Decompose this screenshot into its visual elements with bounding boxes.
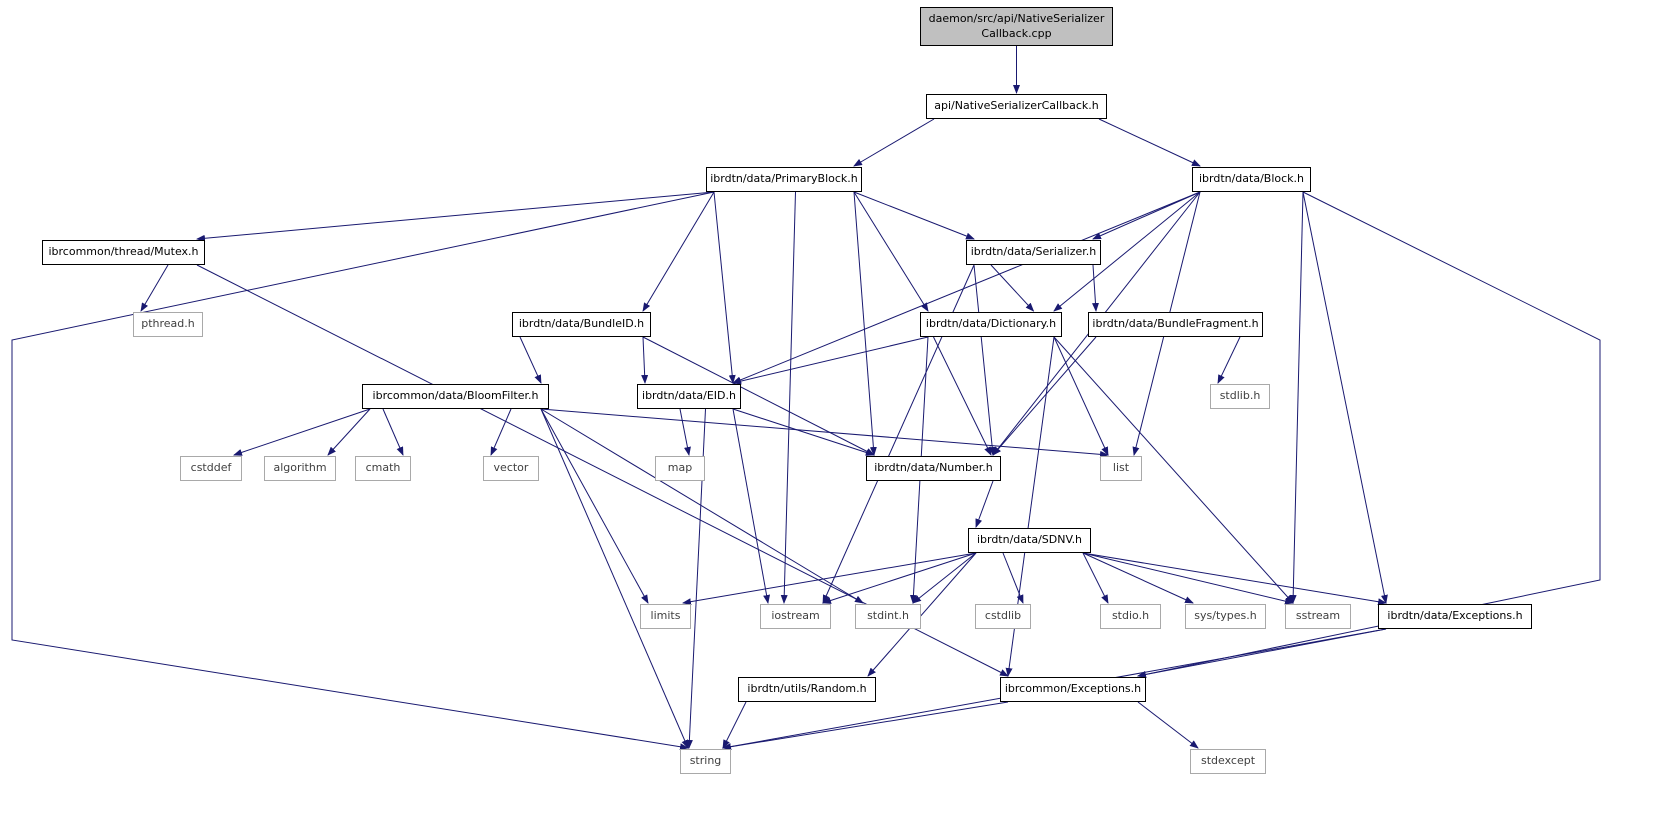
- graph-node-eid[interactable]: ibrdtn/data/EID.h: [637, 384, 741, 409]
- include-edge-bundlefragment-stdlibh: [1217, 336, 1241, 384]
- include-edge-bloomfilter-stdinth: [540, 408, 864, 604]
- include-edge-eid-number: [732, 408, 875, 456]
- graph-node-cmath: cmath: [355, 456, 411, 481]
- include-edge-bundleid-bloomfilter: [519, 336, 542, 384]
- include-edge-block-ibrexceptions: [1137, 191, 1601, 678]
- include-edge-bloomfilter-algorithm: [327, 408, 371, 456]
- include-edge-sdnv-stdinth: [912, 552, 977, 604]
- graph-node-vector: vector: [483, 456, 539, 481]
- include-edge-primaryblock-iostream: [780, 191, 796, 604]
- graph-node-stdlibh: stdlib.h: [1210, 384, 1270, 409]
- include-edge-primaryblock-mutex: [196, 191, 715, 242]
- graph-node-algorithm: algorithm: [264, 456, 336, 481]
- include-edge-dictionary-number: [933, 336, 992, 456]
- graph-node-bundlefragment[interactable]: ibrdtn/data/BundleFragment.h: [1088, 312, 1263, 337]
- graph-node-stdexcept: stdexcept: [1190, 749, 1266, 774]
- include-edge-bloomfilter-cstddef: [233, 408, 371, 456]
- include-edge-ibrexceptions-stdexcept: [1137, 701, 1199, 749]
- graph-node-iostream: iostream: [760, 604, 831, 629]
- include-edge-serializer-bundlefragment: [1091, 264, 1099, 312]
- include-edge-primaryblock-string: [11, 191, 715, 751]
- graph-node-stdinth: stdint.h: [855, 604, 921, 629]
- include-edge-bundlefragment-number: [992, 336, 1097, 456]
- include-edge-block-dictionary: [1053, 191, 1201, 312]
- graph-node-limits: limits: [640, 604, 691, 629]
- include-edge-bloomfilter-string: [540, 408, 689, 749]
- include-edge-sdnv-sstream: [1082, 552, 1294, 605]
- include-edge-serializer-dictionary: [990, 264, 1035, 312]
- include-edge-sdnv-exceptions: [1082, 552, 1387, 606]
- include-edge-sdnv-stdioh: [1082, 552, 1109, 604]
- include-edge-bloomfilter-cmath: [382, 408, 404, 456]
- graph-node-random[interactable]: ibrdtn/utils/Random.h: [738, 677, 876, 702]
- include-edge-primaryblock-serializer: [853, 191, 975, 240]
- graph-node-stdioh: stdio.h: [1100, 604, 1161, 629]
- graph-node-map: map: [655, 456, 705, 481]
- include-edge-block-eid: [732, 191, 1201, 384]
- graph-node-mutex[interactable]: ibrcommon/thread/Mutex.h: [42, 240, 205, 265]
- include-edge-block-exceptions: [1302, 191, 1388, 604]
- include-edge-sdnv-iostream: [822, 552, 977, 604]
- include-edge-serializer-number: [973, 264, 996, 456]
- include-edge-api-block: [1098, 118, 1201, 167]
- graph-node-primaryblock[interactable]: ibrdtn/data/PrimaryBlock.h: [706, 167, 862, 192]
- graph-node-pthread: pthread.h: [133, 312, 203, 337]
- include-edge-mutex-pthread: [140, 264, 169, 312]
- include-edge-block-sstream: [1289, 191, 1304, 604]
- include-edge-primaryblock-eid: [713, 191, 736, 384]
- graph-node-bloomfilter[interactable]: ibrcommon/data/BloomFilter.h: [362, 384, 549, 409]
- graph-node-exceptions[interactable]: ibrdtn/data/Exceptions.h: [1378, 604, 1532, 629]
- include-edge-dictionary-sstream: [1053, 336, 1294, 604]
- include-edge-eid-iostream: [732, 408, 771, 604]
- include-edge-primaryblock-number: [853, 191, 877, 456]
- include-edge-primaryblock-bundleid: [642, 191, 715, 312]
- include-edge-bundleid-number: [642, 336, 875, 456]
- include-edge-eid-map: [679, 408, 691, 456]
- include-edge-sdnv-cstdlib: [1002, 552, 1024, 604]
- include-edge-bloomfilter-list: [540, 408, 1109, 458]
- graph-node-number[interactable]: ibrdtn/data/Number.h: [866, 456, 1001, 481]
- include-edge-dictionary-list: [1053, 336, 1109, 456]
- include-edge-primaryblock-dictionary: [853, 191, 929, 312]
- graph-node-ibrexceptions[interactable]: ibrcommon/Exceptions.h: [1000, 677, 1146, 702]
- include-edge-sdnv-random: [867, 552, 977, 677]
- graph-node-block[interactable]: ibrdtn/data/Block.h: [1192, 167, 1311, 192]
- include-edge-bloomfilter-vector: [490, 408, 512, 456]
- graph-node-serializer[interactable]: ibrdtn/data/Serializer.h: [966, 240, 1101, 265]
- graph-node-api[interactable]: api/NativeSerializerCallback.h: [926, 94, 1107, 119]
- graph-node-cstddef: cstddef: [180, 456, 242, 481]
- graph-node-root: daemon/src/api/NativeSerializer Callback…: [920, 7, 1113, 46]
- graph-node-list: list: [1100, 456, 1142, 481]
- include-edge-bloomfilter-limits: [540, 408, 649, 604]
- graph-node-bundleid[interactable]: ibrdtn/data/BundleID.h: [512, 312, 651, 337]
- include-edge-sdnv-limits: [682, 552, 977, 606]
- graph-node-sdnv[interactable]: ibrdtn/data/SDNV.h: [968, 528, 1091, 553]
- include-edge-number-sdnv: [975, 480, 994, 528]
- edge-group: [11, 46, 1601, 751]
- graph-node-sstream: sstream: [1285, 604, 1351, 629]
- graph-node-cstdlib: cstdlib: [975, 604, 1031, 629]
- graph-node-dictionary[interactable]: ibrdtn/data/Dictionary.h: [920, 312, 1062, 337]
- include-edge-random-string: [722, 701, 747, 749]
- include-edge-bundleid-eid: [641, 336, 649, 384]
- include-edge-api-primaryblock: [853, 118, 935, 167]
- graph-node-string: string: [680, 749, 731, 774]
- include-edge-dictionary-eid: [732, 336, 929, 385]
- include-edge-ibrexceptions-string: [722, 701, 1009, 751]
- graph-node-systypes: sys/types.h: [1185, 604, 1266, 629]
- include-edge-sdnv-systypes: [1082, 552, 1194, 604]
